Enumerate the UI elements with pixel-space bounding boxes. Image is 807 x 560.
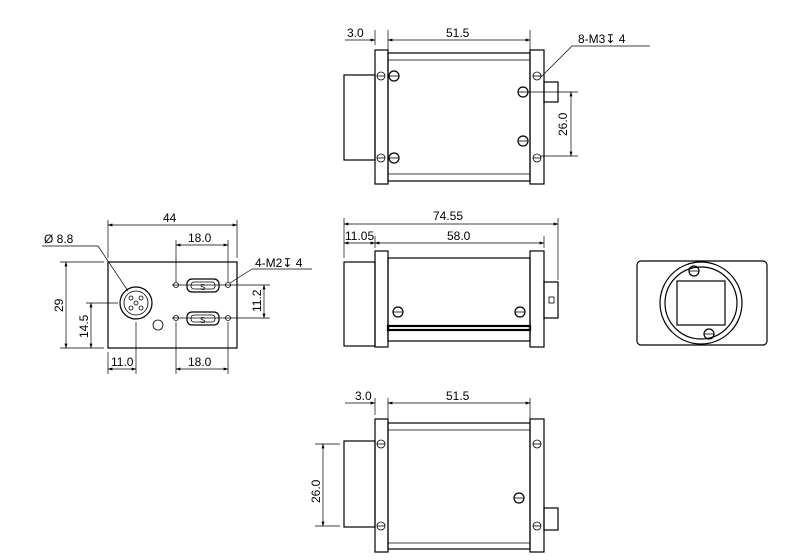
svg-text:S: S xyxy=(200,283,205,292)
screw-hole xyxy=(688,265,700,277)
camera-body xyxy=(387,257,531,342)
screw-hole xyxy=(388,152,400,164)
screw-hole xyxy=(376,439,386,449)
dim-body-length: 51.5 xyxy=(446,26,470,40)
camera-body xyxy=(387,422,531,550)
screw-hole xyxy=(703,328,715,340)
screw-hole xyxy=(532,153,542,163)
front-flange xyxy=(374,49,389,185)
top-view: 3.0 51.5 8-M3↧ 4 26.0 xyxy=(343,26,650,185)
screw-hole xyxy=(376,521,386,531)
dim-top-height: 26.0 xyxy=(556,112,570,136)
sensor-window xyxy=(676,280,726,326)
dim-lens-section: 11.05 xyxy=(345,229,374,243)
dim-back-width: 44 xyxy=(163,211,177,225)
dim-connector-height: 14.5 xyxy=(77,314,91,338)
screw-hole xyxy=(532,521,542,531)
dim-bottom-body-length: 51.5 xyxy=(446,389,470,403)
rear-flange xyxy=(529,250,545,348)
front-face xyxy=(636,260,768,346)
dim-back-height: 29 xyxy=(52,298,66,312)
dim-connector-x: 11.0 xyxy=(111,355,134,369)
dim-back-bottom-spacing: 18.0 xyxy=(188,355,212,369)
led-indicator xyxy=(152,319,164,331)
round-connector xyxy=(119,286,153,320)
screw-hole xyxy=(532,439,542,449)
port-slot: S xyxy=(186,311,220,326)
lens-housing xyxy=(343,74,376,161)
bottom-view: 3.0 51.5 26.0 xyxy=(309,389,559,553)
back-view: S S 44 18.0 4-M2↧ 4 Ø 8.8 xyxy=(42,211,312,374)
dim-top-holes: 8-M3↧ 4 xyxy=(578,32,626,46)
lens-mount-inner xyxy=(664,266,738,340)
screw-hole xyxy=(517,135,529,147)
lens-housing xyxy=(343,440,376,528)
screw-hole xyxy=(517,86,529,98)
screw-hole xyxy=(376,71,386,81)
screw-hole xyxy=(532,71,542,81)
connector xyxy=(543,281,559,319)
connector xyxy=(543,507,559,531)
screw-hole xyxy=(513,492,525,504)
front-flange xyxy=(374,418,389,553)
lens-housing xyxy=(343,261,376,347)
dim-bottom-height: 26.0 xyxy=(309,479,323,503)
dim-back-top-spacing: 18.0 xyxy=(188,231,212,245)
rear-flange xyxy=(529,418,545,553)
front-view xyxy=(636,260,768,346)
side-view: 74.55 11.05 58.0 xyxy=(343,209,559,348)
svg-text:S: S xyxy=(200,316,205,325)
dim-connector-diameter: Ø 8.8 xyxy=(44,232,74,246)
dim-lens-offset: 3.0 xyxy=(347,26,364,40)
front-flange xyxy=(374,250,389,348)
rear-flange xyxy=(529,49,545,185)
port-slot: S xyxy=(186,278,220,293)
camera-body xyxy=(387,52,531,182)
mount-rail xyxy=(386,324,532,332)
dim-body-section: 58.0 xyxy=(447,229,471,243)
lens-mount-outer xyxy=(659,261,743,345)
dim-hole-vertical: 11.2 xyxy=(250,289,264,312)
dim-back-holes: 4-M2↧ 4 xyxy=(255,256,303,270)
screw-hole xyxy=(514,306,526,318)
dim-total-length: 74.55 xyxy=(433,209,463,223)
screw-hole xyxy=(392,306,404,318)
dim-bottom-lens-offset: 3.0 xyxy=(355,389,372,403)
back-plate xyxy=(107,261,238,349)
screw-hole xyxy=(388,70,400,82)
screw-hole xyxy=(376,153,386,163)
